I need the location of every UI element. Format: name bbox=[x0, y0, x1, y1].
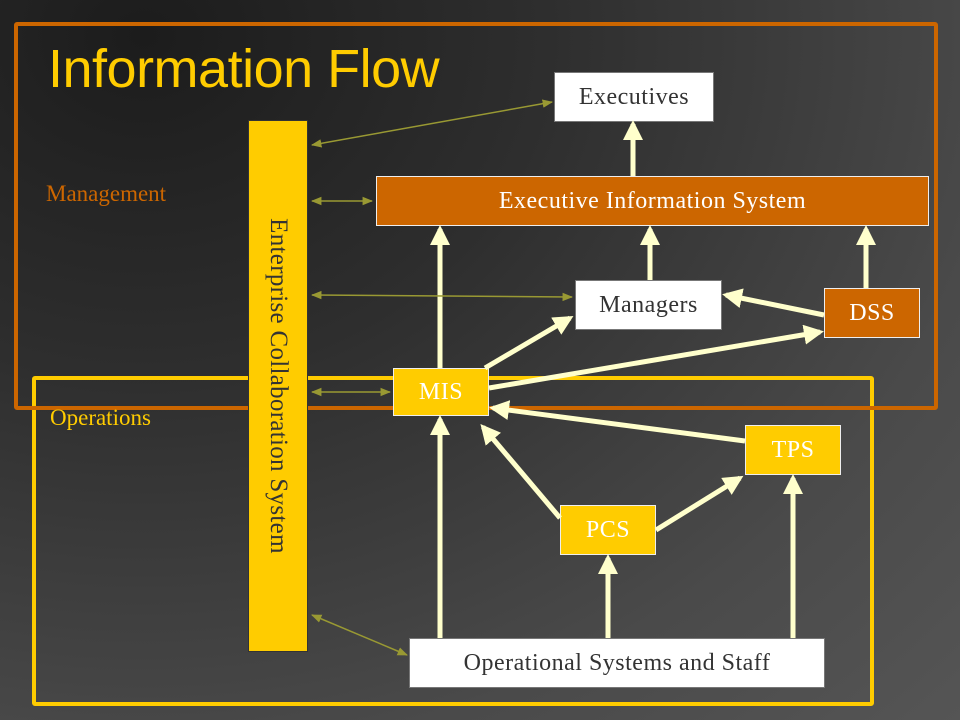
pcs-box: PCS bbox=[560, 505, 656, 555]
arrow-mis-to-dss bbox=[488, 324, 824, 391]
enterprise-collaboration-system-bar: Enterprise Collaboration System bbox=[248, 120, 308, 652]
management-label: Management bbox=[46, 181, 167, 206]
managers-box: Managers bbox=[575, 280, 722, 330]
tps-box: TPS bbox=[745, 425, 841, 475]
executive-information-system-box: Executive Information System bbox=[376, 176, 929, 226]
executives-box: Executives bbox=[554, 72, 714, 122]
arrow-pcs-to-tps bbox=[654, 475, 744, 533]
arrow-mis-to-managers bbox=[483, 315, 574, 371]
dss-box: DSS bbox=[824, 288, 920, 338]
page-title: Information Flow bbox=[48, 39, 440, 99]
collab-link-managers bbox=[310, 290, 574, 302]
collab-link-operational bbox=[311, 614, 408, 656]
collab-link-executives bbox=[310, 99, 554, 148]
arrow-pcs-to-mis bbox=[480, 423, 562, 520]
arrow-dss-to-managers bbox=[722, 288, 825, 318]
mis-box: MIS bbox=[393, 368, 489, 416]
arrow-tps-to-mis bbox=[489, 400, 746, 444]
operational-systems-box: Operational Systems and Staff bbox=[409, 638, 825, 688]
operations-label: Operations bbox=[50, 405, 151, 430]
